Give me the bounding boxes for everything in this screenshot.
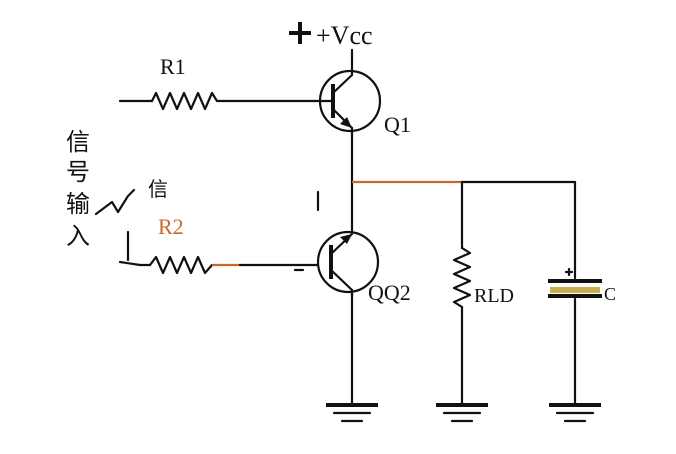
vcc-terminal xyxy=(289,22,311,44)
capacitor xyxy=(548,267,602,298)
signal-input-char-3: 输 xyxy=(66,190,90,218)
ground-symbol-q2 xyxy=(326,403,378,423)
ground-symbol-cap xyxy=(549,403,601,423)
r2-label: R2 xyxy=(158,214,184,239)
signal-input-char-2: 号 xyxy=(66,158,90,186)
rld-label: RLD xyxy=(474,285,514,307)
rld-resistor xyxy=(452,246,472,309)
cap-label: C xyxy=(604,284,616,304)
r1-resistor xyxy=(150,91,219,111)
signal-input-char-4: 入 xyxy=(66,222,90,250)
q2-transistor xyxy=(293,230,380,298)
r2-resistor xyxy=(148,255,214,275)
vcc-label: +Vcc xyxy=(316,21,373,50)
signal-small-label: 信 xyxy=(148,177,168,201)
r1-label: R1 xyxy=(160,54,186,79)
ground-symbol-rld xyxy=(436,403,488,423)
signal-input-char-1: 信 xyxy=(66,128,90,156)
q1-transistor xyxy=(316,68,382,135)
q1-label: Q1 xyxy=(384,112,411,137)
input-switch xyxy=(94,188,142,267)
q2-label: QQ2 xyxy=(368,280,411,305)
